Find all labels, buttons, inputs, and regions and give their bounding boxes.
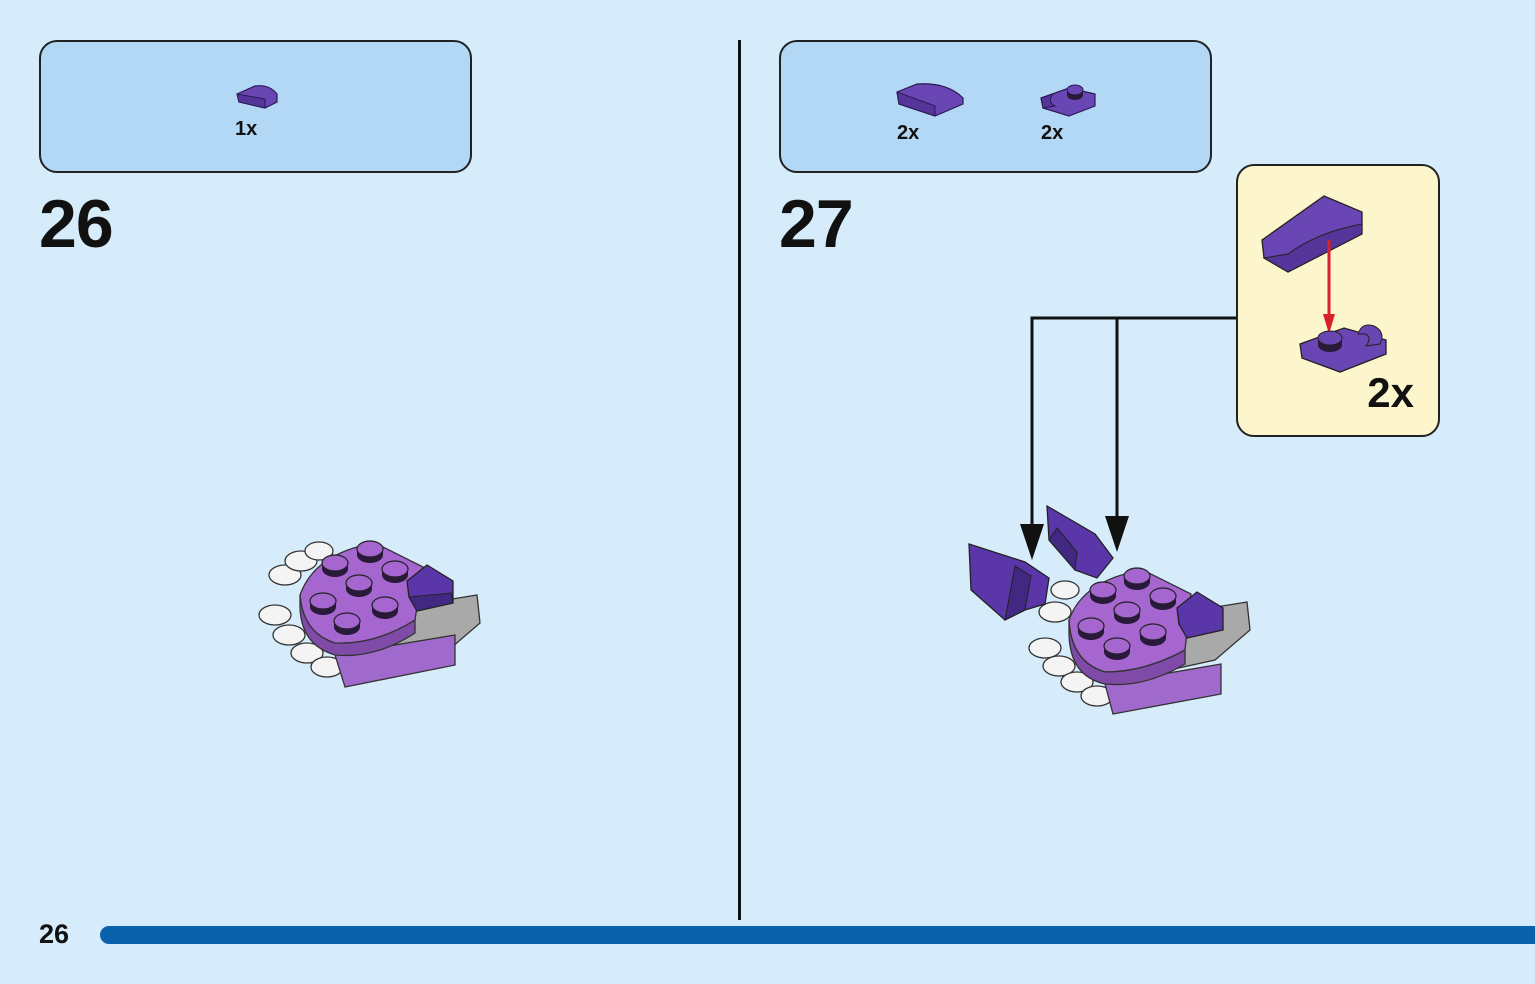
model-step-27	[968, 504, 1251, 715]
curved-slope-1x1-icon	[236, 85, 278, 109]
curved-slope-1x2-icon	[896, 83, 964, 117]
page-divider	[738, 40, 741, 920]
part-qty: 2x	[897, 122, 920, 144]
part-qty: 1x	[235, 118, 258, 140]
subassembly-curved-slope	[1261, 195, 1363, 273]
parts-callout-step-27: 2x 2x	[779, 40, 1212, 173]
subassembly-plate-with-clip	[1299, 324, 1387, 373]
page-footer-bar	[100, 926, 1535, 944]
model-step-26	[258, 540, 481, 688]
placement-arrows	[1020, 316, 1236, 560]
plate-with-clip-icon	[1040, 84, 1096, 117]
step-number: 26	[39, 186, 114, 262]
page-number: 26	[39, 919, 70, 949]
subassembly-callout: 2x	[1236, 164, 1440, 437]
step-number: 27	[779, 186, 854, 262]
part-qty: 2x	[1041, 122, 1064, 144]
parts-callout-step-26: 1x	[39, 40, 472, 173]
red-arrow-icon	[1323, 240, 1335, 334]
subassembly-qty: 2x	[1367, 369, 1414, 416]
